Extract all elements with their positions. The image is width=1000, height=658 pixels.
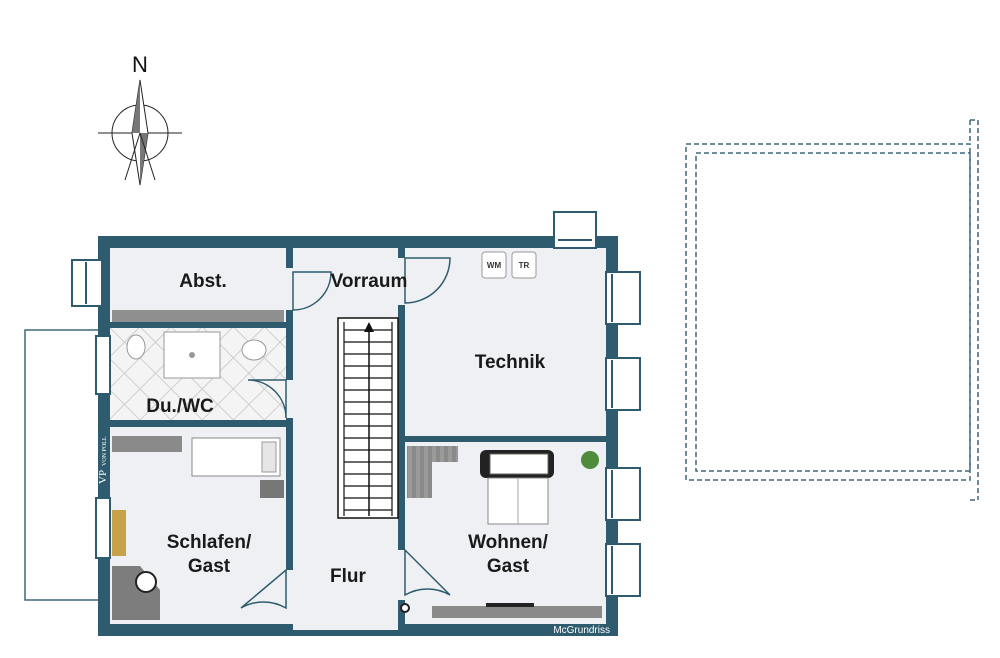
dryer-icon <box>511 251 537 279</box>
furniture: WM TR <box>112 251 602 620</box>
toilet-icon <box>126 334 146 360</box>
compass: N <box>98 52 182 186</box>
plant-icon <box>581 451 599 469</box>
washer-icon <box>481 251 507 279</box>
room-label-technik: Technik <box>475 352 546 373</box>
chair-icon <box>135 571 157 593</box>
door-vorraum-left <box>292 271 332 311</box>
room-label-abst: Abst. <box>179 271 227 292</box>
room-label-wohnen-line2: Gast <box>487 556 530 577</box>
bedroom-shelf <box>112 436 182 452</box>
windows <box>71 211 641 597</box>
abst-shelf <box>112 310 284 322</box>
room-label-vorraum: Vorraum <box>331 271 408 292</box>
room-label-wohnen-line1: Wohnen/ <box>468 532 549 553</box>
staircase <box>337 317 399 519</box>
room-label-schlafen-line1: Schlafen/ <box>167 532 252 553</box>
vonpoll-logo: VP VON POLL <box>97 410 110 496</box>
compass-needle-shade-s <box>140 133 148 185</box>
window-schlafen <box>95 497 111 559</box>
kitchenette-icon <box>407 446 458 498</box>
tv-bench-icon <box>432 606 602 618</box>
stair-arrow-icon <box>364 322 374 332</box>
column-icon <box>400 603 410 613</box>
sink-icon <box>241 339 267 361</box>
door-vorraum-right <box>404 257 451 304</box>
interior-walls <box>110 248 606 624</box>
compass-north-label: N <box>132 52 148 77</box>
logo-text: VON POLL <box>102 436 108 466</box>
window-bath <box>95 335 111 395</box>
nightstand-icon <box>260 480 284 498</box>
doors <box>240 257 451 630</box>
logo-mark: VP <box>97 470 109 484</box>
dryer-label: TR <box>519 261 530 270</box>
credit-text: McGrundriss <box>553 625 610 636</box>
window-technik-top <box>553 211 597 249</box>
dashed-outline <box>685 119 979 501</box>
room-label-du-wc: Du./WC <box>146 396 214 417</box>
door-wohnen <box>404 548 451 597</box>
door-bathroom <box>247 379 287 419</box>
room-label-schlafen-line2: Gast <box>188 556 231 577</box>
door-schlafen <box>240 568 287 610</box>
bookshelf-icon <box>112 510 126 556</box>
compass-needle-shade-n <box>132 80 140 133</box>
room-label-flur: Flur <box>330 566 366 587</box>
terrace-outline <box>24 329 98 601</box>
washer-label: WM <box>487 261 502 270</box>
